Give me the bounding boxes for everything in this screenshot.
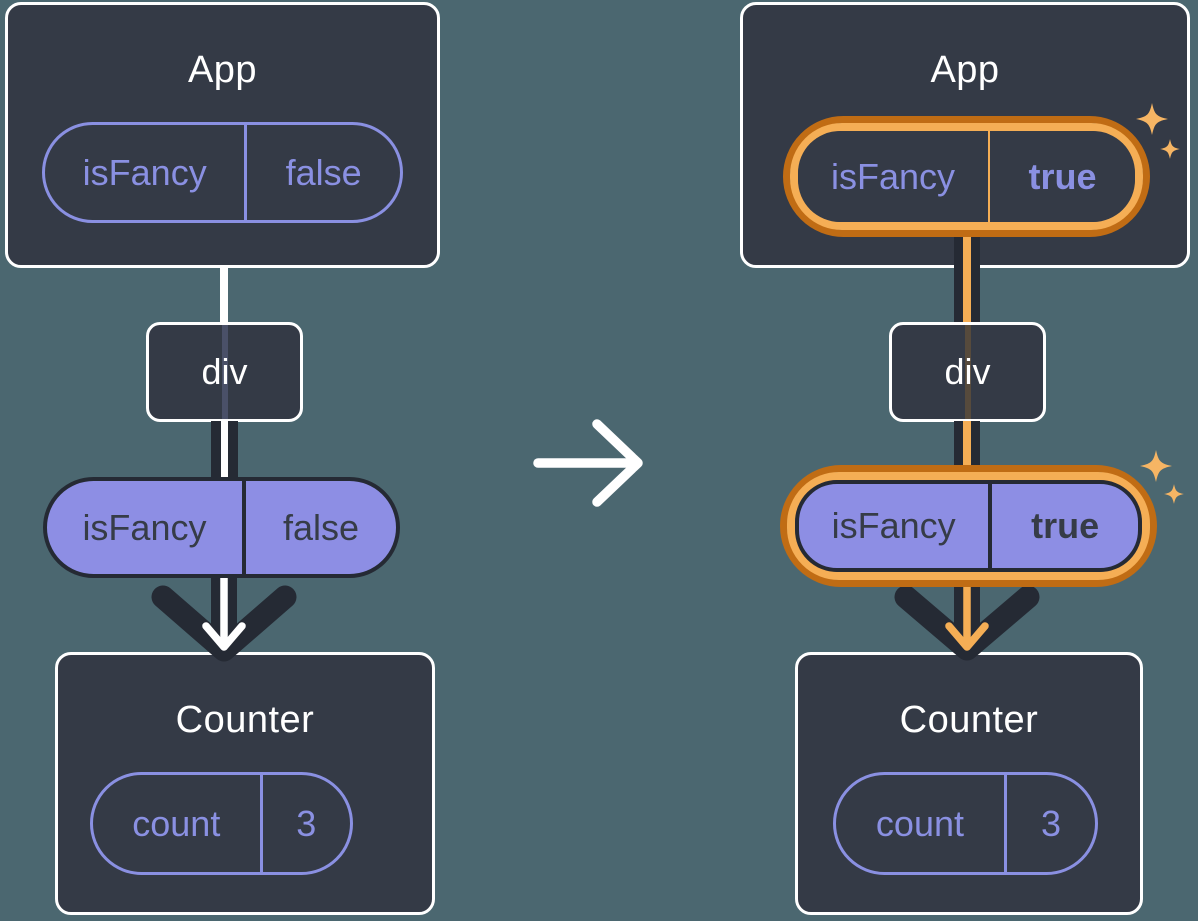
state-name: isFancy [45, 125, 248, 220]
prop-name: isFancy [47, 481, 246, 574]
component-title: Counter [175, 699, 315, 741]
tree-edge [220, 265, 228, 325]
div-node-box: div [146, 322, 303, 422]
transform-arrow-icon [533, 419, 643, 507]
state-name: isFancy [798, 131, 991, 222]
state-name: count [836, 775, 1007, 872]
count-state-pill: count 3 [90, 772, 353, 875]
sparkles-icon [1140, 450, 1184, 504]
state-flow-line-orange [963, 230, 971, 325]
props-pill-highlight-ring: isFancy true [780, 465, 1157, 587]
prop-value: false [282, 506, 359, 548]
props-pill: isFancy true [795, 480, 1142, 572]
state-value: 3 [296, 802, 317, 844]
counter-component-box: Counter [795, 652, 1143, 915]
prop-value: true [1031, 505, 1100, 546]
state-name: count [93, 775, 263, 872]
component-title: App [187, 49, 258, 91]
state-value: true [1028, 155, 1097, 197]
prop-arrow-icon [151, 571, 297, 662]
prop-name: isFancy [799, 484, 993, 568]
div-node-label: div [944, 351, 991, 392]
state-pill-highlight-ring: isFancy true [783, 116, 1150, 237]
state-value: 3 [1040, 802, 1061, 844]
prop-flow-line-white [221, 421, 228, 479]
component-title: Counter [899, 699, 1039, 741]
sparkles-icon [1136, 103, 1180, 159]
component-title: App [930, 49, 1000, 91]
props-pill-highlight-inner: isFancy true [787, 472, 1150, 580]
state-pill-highlight-inner: isFancy true [790, 123, 1143, 230]
pass-through-stripe [221, 325, 228, 419]
props-pill: isFancy false [43, 477, 400, 578]
state-pill: isFancy true [798, 131, 1135, 222]
count-state-pill: count 3 [833, 772, 1098, 875]
state-value: false [285, 151, 362, 193]
div-node-label: div [201, 351, 248, 392]
state-pill: isFancy false [42, 122, 403, 223]
prop-flow-line-orange [963, 421, 971, 471]
div-node-box: div [889, 322, 1046, 422]
pass-through-stripe [964, 325, 971, 419]
